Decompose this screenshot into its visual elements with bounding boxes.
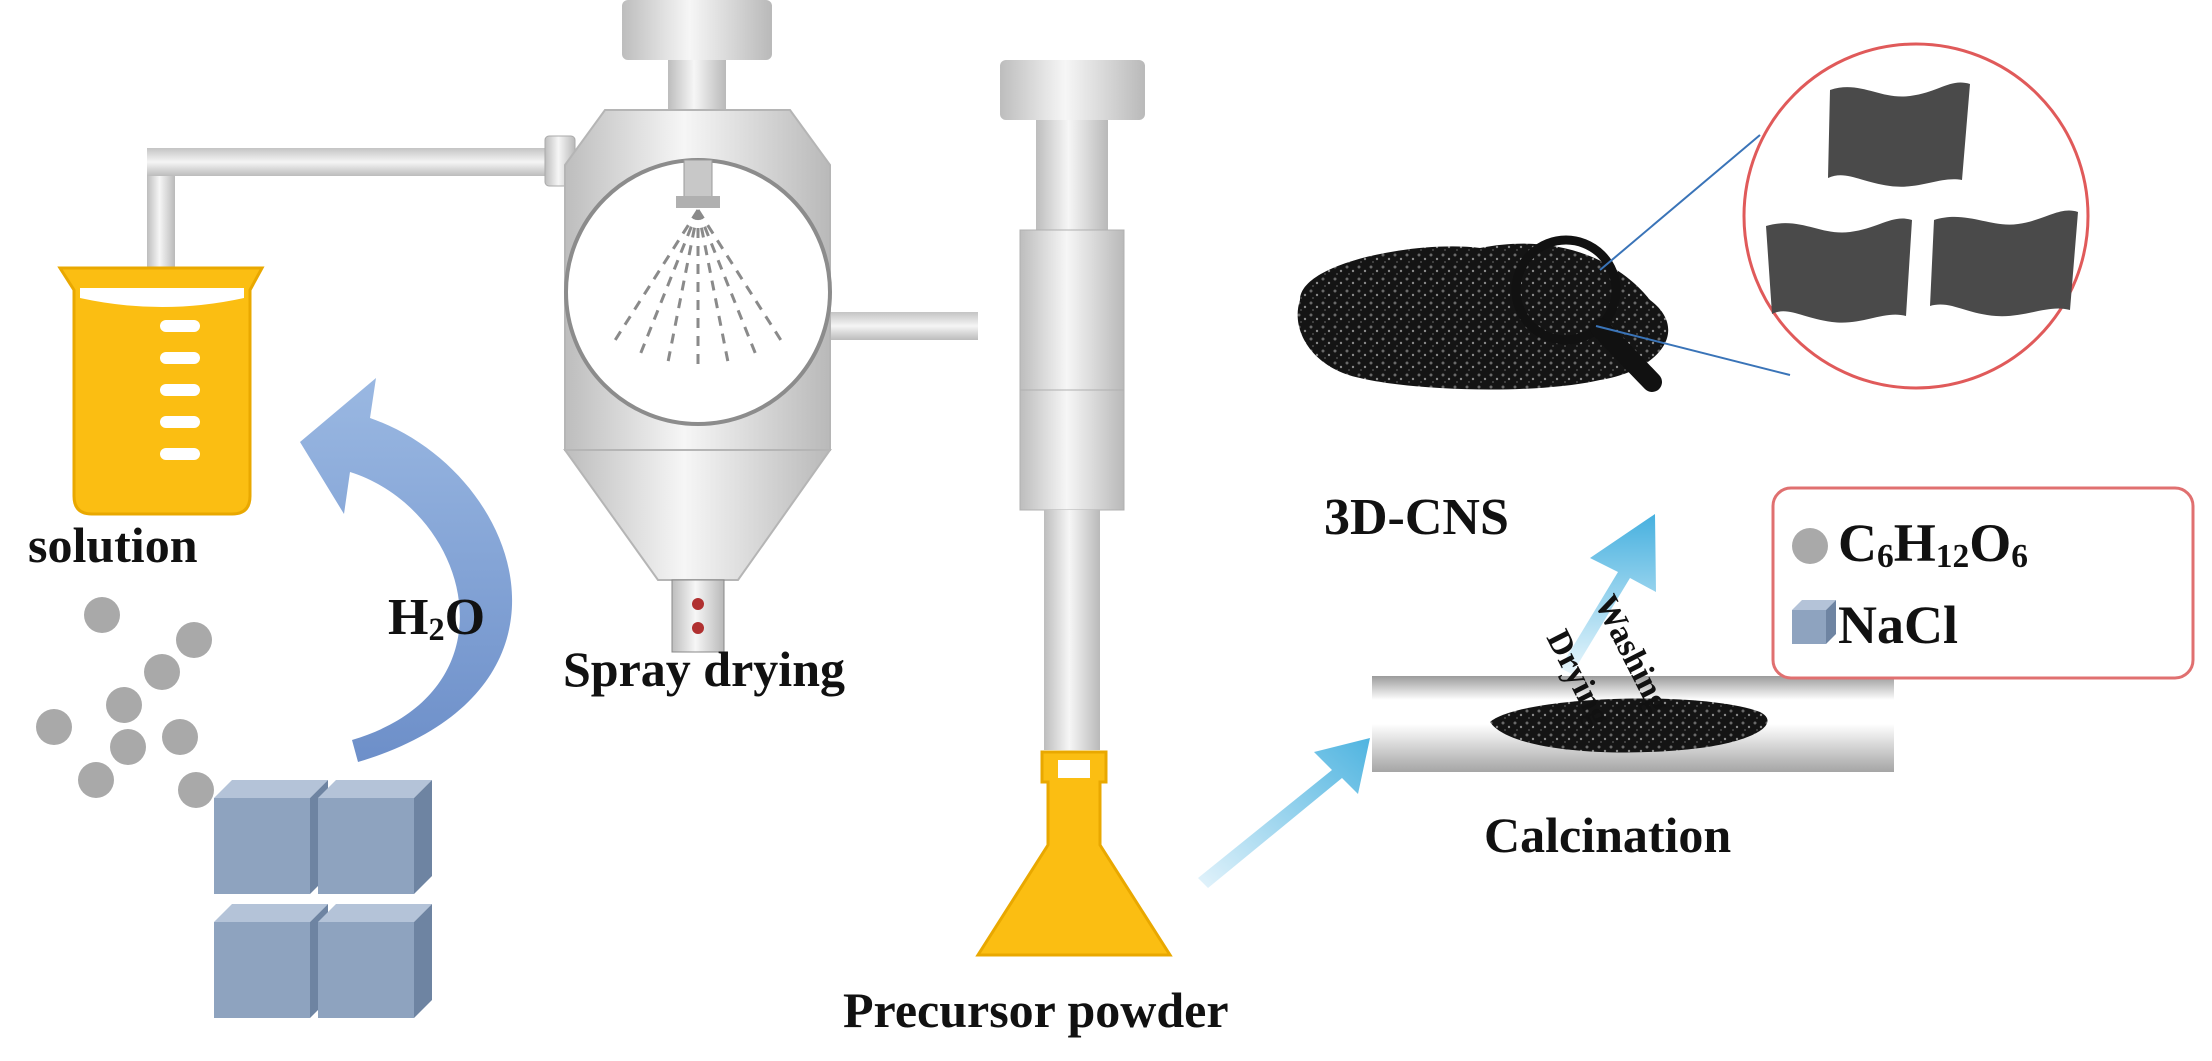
recycle-water-arrow-icon [300, 378, 513, 762]
legend-glucose-swatch-icon [1792, 528, 1828, 564]
solution-label: solution [28, 517, 198, 573]
glucose-particles [36, 597, 214, 808]
cyclone-column-icon [1000, 60, 1145, 750]
flask-icon [975, 750, 1173, 957]
legend-box [1771, 486, 2195, 680]
cns-label: 3D-CNS [1324, 489, 1509, 546]
precursor-powder-label: Precursor powder [843, 982, 1229, 1038]
legend-glucose-label: C6H12O6 [1838, 513, 2028, 576]
nacl-cubes [214, 780, 432, 1018]
calcination-label: Calcination [1484, 807, 1732, 863]
inlet-pipe [147, 135, 576, 274]
spray-drying-label: Spray drying [563, 641, 846, 697]
carbon-nanosheet-powder-icon [1297, 243, 1669, 390]
furnace-tube-icon [1372, 676, 1894, 772]
magnifier-icon [1511, 134, 1791, 392]
spray-mist [610, 209, 786, 365]
spray-dryer-icon [563, 0, 832, 653]
to-calcination-arrow-icon [1198, 738, 1370, 888]
legend-nacl-label: NaCl [1838, 595, 1958, 655]
beaker-icon [57, 266, 265, 516]
washing-drying-arrow-icon [1560, 514, 1656, 674]
nanosheet-inset [1742, 42, 2090, 390]
legend-nacl-swatch-icon [1792, 600, 1836, 644]
h2o-label: H2O [388, 589, 486, 647]
outlet-pipe [828, 312, 978, 340]
